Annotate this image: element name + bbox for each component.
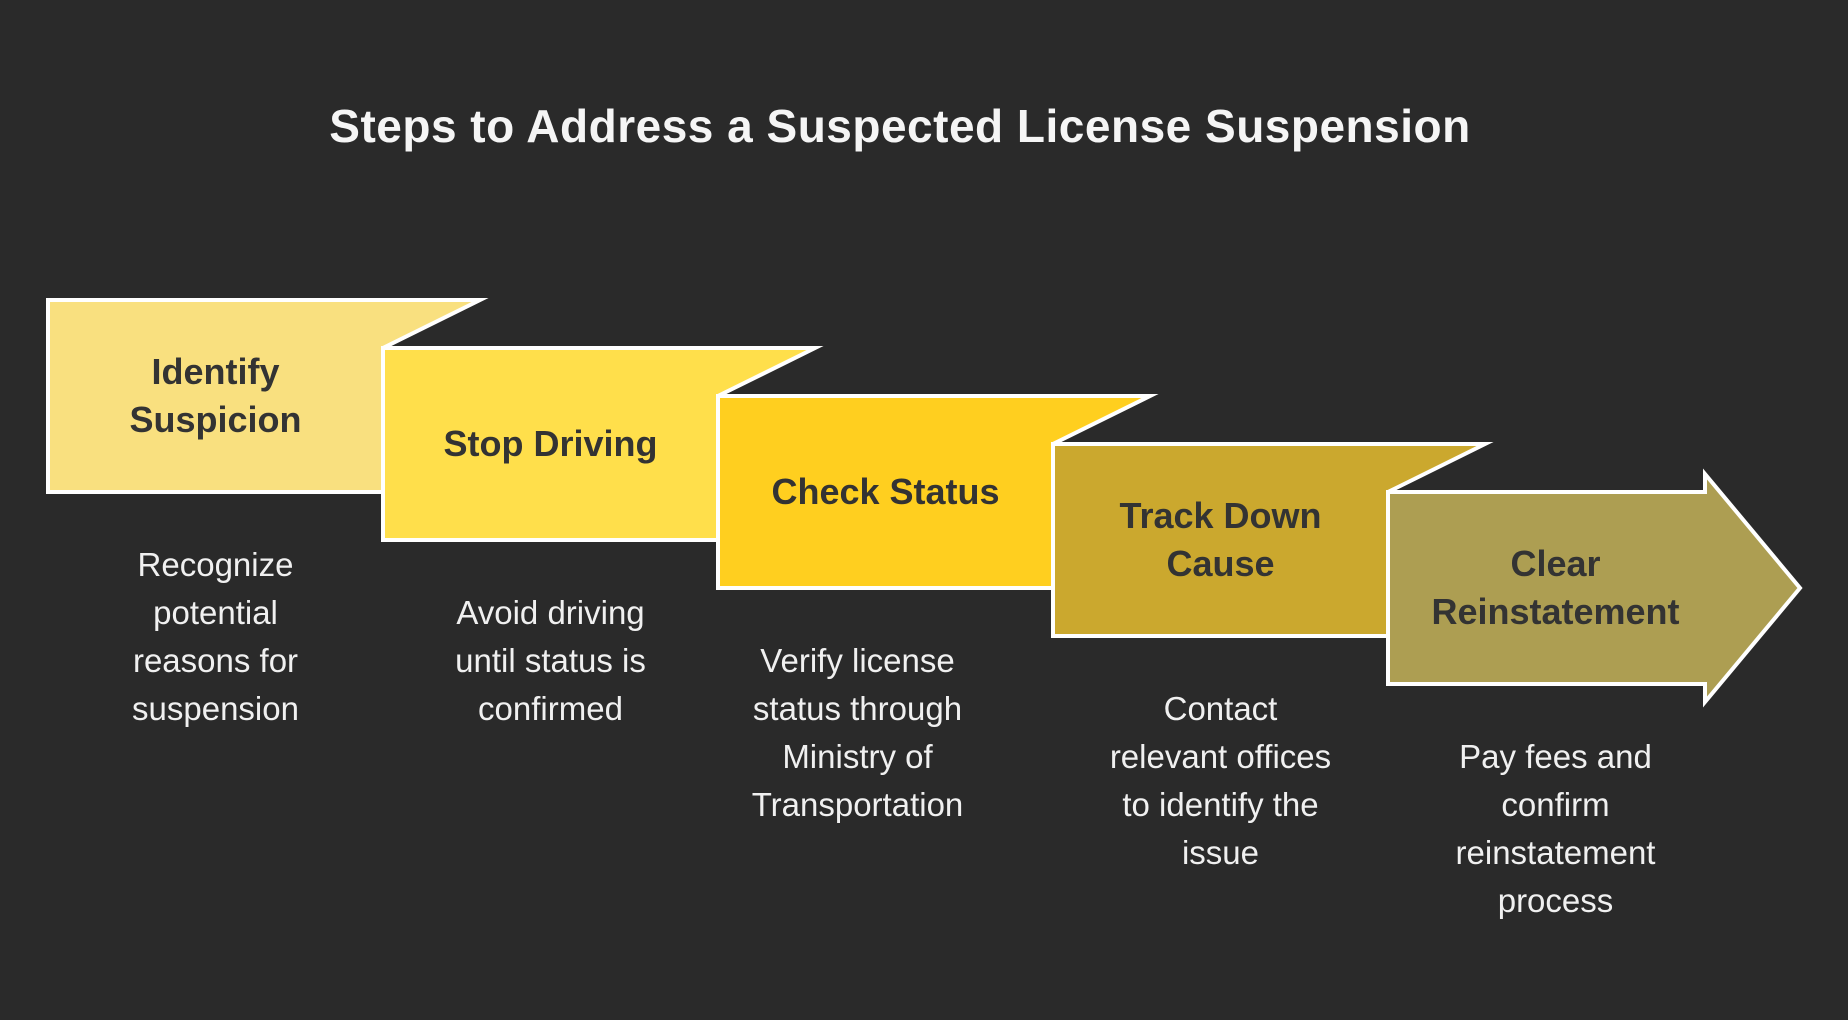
page-title: Steps to Address a Suspected License Sus… (329, 100, 1471, 152)
step-5-arrow-shape (1386, 468, 1803, 708)
